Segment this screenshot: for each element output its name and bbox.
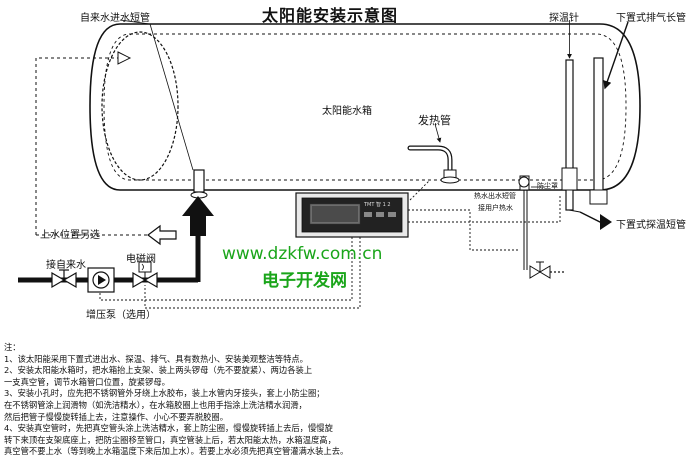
tap-valve-label: 接自来水 xyxy=(46,260,86,271)
alternate-inlet-path xyxy=(35,51,148,236)
exhaust-pipe-label: 下置式排气长管 xyxy=(616,13,686,24)
alt-inlet-label: 上水位置另选 xyxy=(40,230,100,241)
outlet-valve-icon xyxy=(529,261,566,279)
thick-up-arrow-icon xyxy=(182,196,214,236)
exhaust-long-pipe xyxy=(589,21,629,205)
note-line: 2、安装太阳能水箱时，把水箱抬上支架、装上两头锣母（先不要旋紧）、两边各装上 xyxy=(4,365,313,376)
tank-label: 太阳能水箱 xyxy=(322,106,372,117)
note-line: 转下来顶在支架底座上，把防尘圈移至管口，真空管装上后，若太阳能太热，水箱温度高， xyxy=(4,434,336,445)
page-title: 太阳能安装示意图 xyxy=(262,6,399,25)
note-line: 在不锈钢管涂上润滑物（如洗洁精水），在水箱胶圈上也用手指涂上洗洁精水润滑， xyxy=(4,399,307,410)
watermark-name: 电子开发网 xyxy=(262,271,347,291)
watermark-url: www.dzkfw.com.cn xyxy=(222,244,383,264)
probe-short-label: 下置式探温短管 xyxy=(616,220,686,231)
inlet-short-pipe xyxy=(190,169,208,199)
heater-pipe-label: 发热管 xyxy=(418,114,451,127)
hollow-arrow-icon xyxy=(147,224,177,246)
note-line: 然后把管子慢慢旋转插上去，注意操作、小心不要弄脱胶圈。 xyxy=(4,411,229,422)
valve-icon xyxy=(51,269,77,289)
controller-brand: TMT 智 1 2 xyxy=(363,201,391,208)
pump-label: 增压泵（选用） xyxy=(86,310,156,321)
solenoid-valve-icon xyxy=(132,261,158,289)
installation-notes: 注： 1、该太阳能采用下置式进出水、探温、排气、具有数热小、安装美观整洁等特点。… xyxy=(4,342,696,458)
tank-end-cap xyxy=(101,31,179,181)
solenoid-label: 电磁阀 xyxy=(126,254,156,265)
probe-label: 探温针 xyxy=(549,13,579,24)
outlet-note-1: 热水出水短管 xyxy=(474,192,516,200)
pump-icon xyxy=(87,267,115,293)
hot-water-outlet xyxy=(518,175,545,270)
note-line: 一支真空管，调节水箱管口位置，旋紧锣母。 xyxy=(4,376,170,387)
inlet-pipe-label: 自来水进水短管 xyxy=(80,13,150,24)
note-line: 1、该太阳能采用下置式进出水、探温、排气、具有数热小、安装美观整洁等特点。 xyxy=(4,353,308,364)
control-wires xyxy=(99,179,561,309)
note-line: 真空管不要上水（等到晚上水箱温度下来后加上水）。若要上水必须先把真空管灌满水装上… xyxy=(4,446,349,457)
temperature-probe xyxy=(561,20,578,211)
note-line: 3、安装小孔时，应先把不锈钢管外牙绕上水胶布，装上水管内牙接头，套上小防尘圈； xyxy=(4,388,325,399)
dust-cap-label: 防尘罩 xyxy=(537,182,558,190)
outlet-note-2: 接用户热水 xyxy=(478,204,513,212)
note-line: 注： xyxy=(4,342,21,352)
installation-diagram: TMT 智 1 2 xyxy=(18,19,641,309)
controller-unit xyxy=(295,192,409,238)
note-line: 4、安装真空管时，先把真空管头涂上洗洁精水，套上防尘圈，慢慢旋转插上去后，慢慢旋 xyxy=(4,423,333,434)
probe-short-pipe xyxy=(568,209,612,230)
heating-pipe xyxy=(407,123,460,184)
